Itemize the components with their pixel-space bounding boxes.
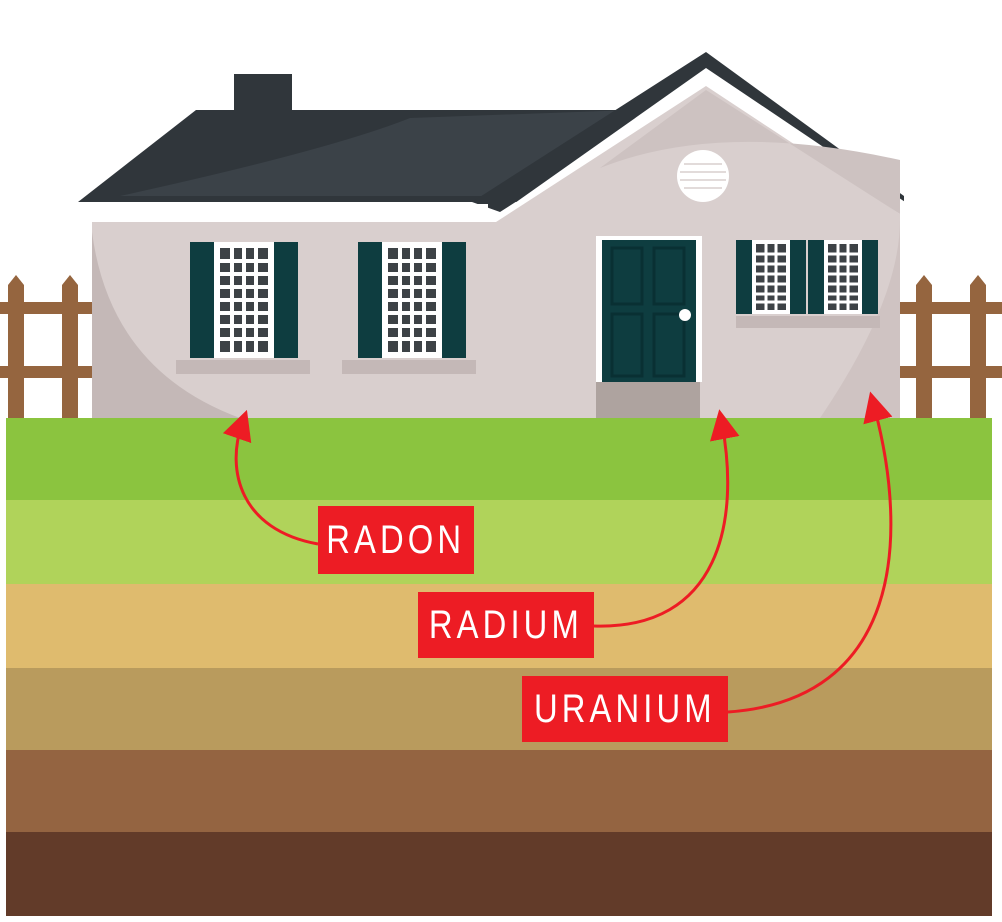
window-middle-icon <box>342 242 476 374</box>
layer-clay <box>6 668 992 750</box>
label-uranium: URANIUM <box>522 676 728 742</box>
fence-right-icon <box>896 275 1002 418</box>
vent-icon <box>677 150 729 202</box>
label-radon-text: RADON <box>326 518 466 562</box>
house-icon <box>74 52 920 418</box>
arrow-radon-icon <box>222 409 319 546</box>
layer-grass <box>6 418 992 500</box>
label-radium: RADIUM <box>418 592 594 658</box>
arrow-uranium-icon <box>727 391 893 714</box>
ground-layers <box>6 418 992 916</box>
label-radon: RADON <box>318 506 474 574</box>
layer-topsoil <box>6 500 992 584</box>
layer-deep-soil <box>6 832 992 916</box>
layer-soil <box>6 750 992 832</box>
fence-left-icon <box>0 275 96 418</box>
window-left-icon <box>176 242 310 374</box>
arrow-radium-icon <box>593 409 740 628</box>
label-radium-text: RADIUM <box>429 603 583 647</box>
door-icon <box>596 236 702 418</box>
label-uranium-text: URANIUM <box>534 687 716 731</box>
window-right-icon <box>736 240 880 328</box>
